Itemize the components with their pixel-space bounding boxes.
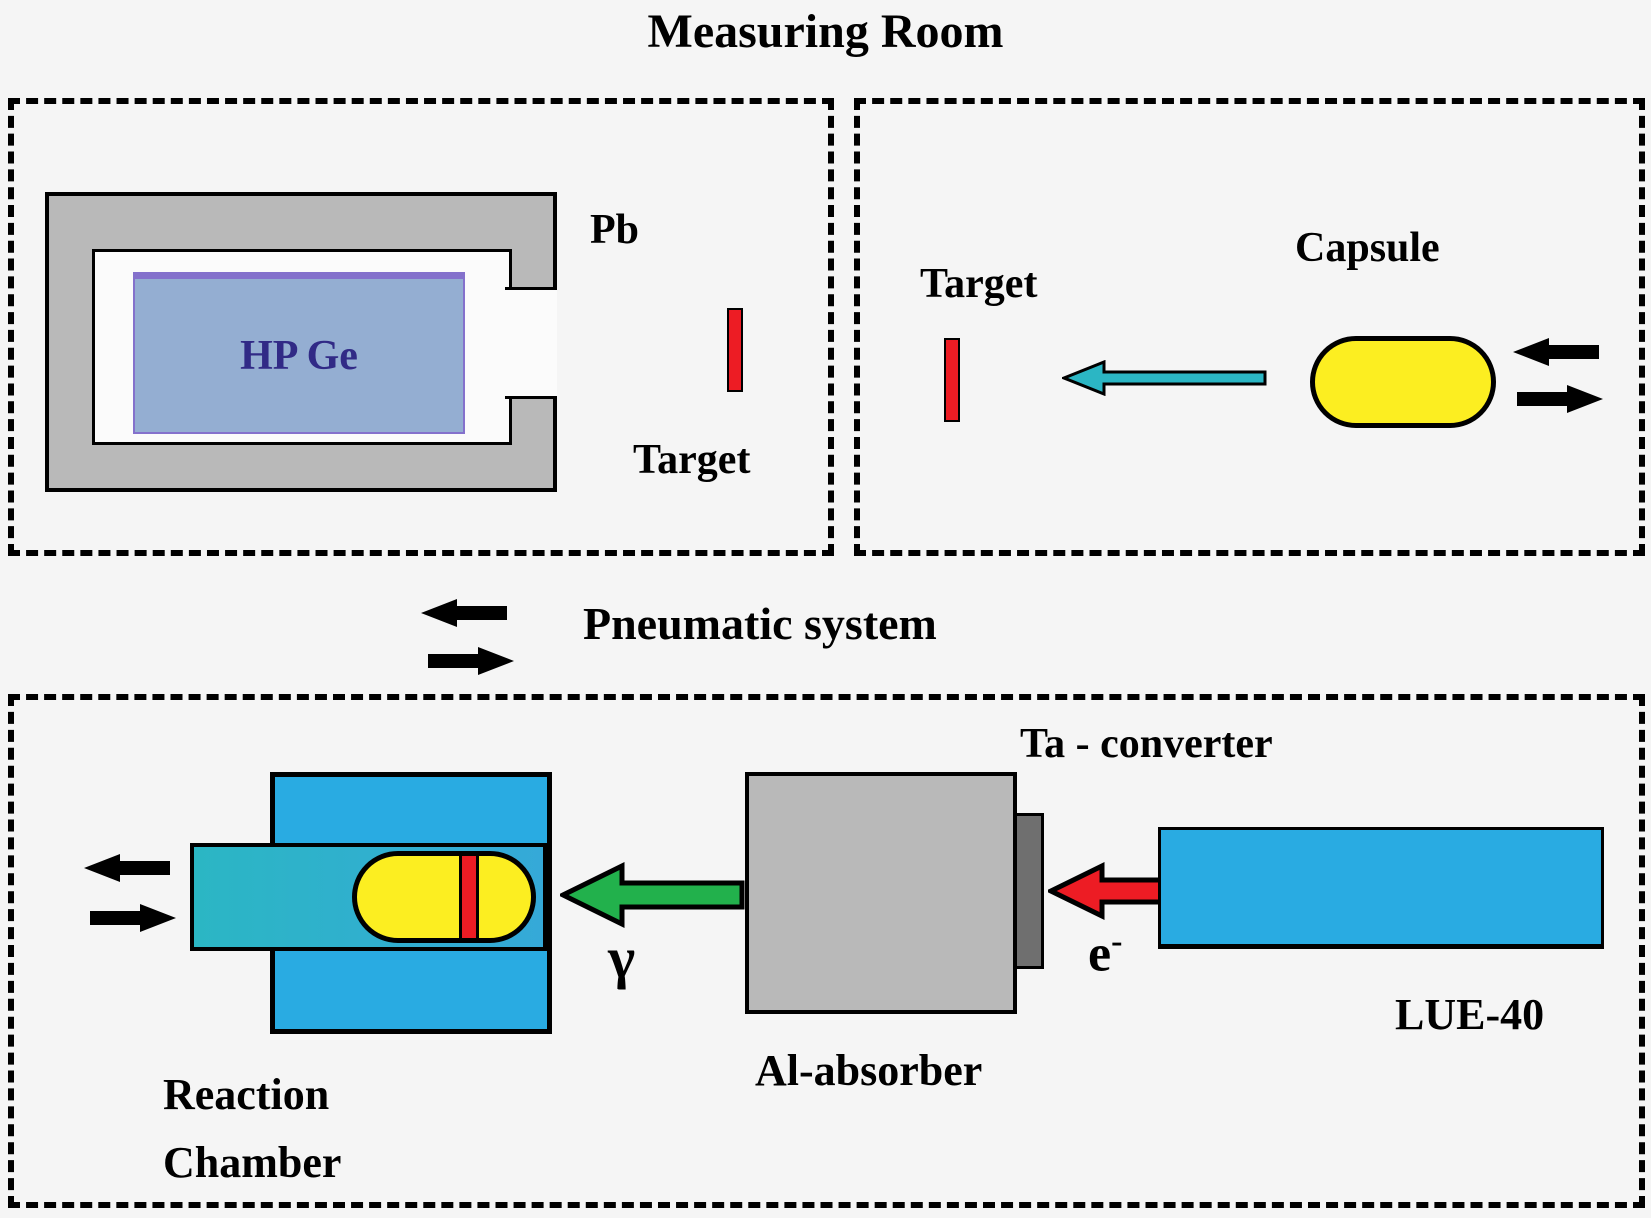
chamber-pneumatic-left-arrow-icon (84, 852, 170, 884)
capsule-in-chamber (352, 851, 536, 943)
gamma-label: γ (608, 925, 636, 990)
hpge-label: HP Ge (240, 332, 358, 379)
reaction-chamber-label-line2: Chamber (163, 1138, 342, 1187)
pb-shield-opening (505, 287, 557, 399)
al-absorber-label: Al-absorber (755, 1046, 983, 1095)
diagram-title: Measuring Room (647, 5, 1004, 58)
pb-label: Pb (590, 207, 640, 253)
electron-label: e- (1088, 924, 1122, 982)
al-absorber (745, 772, 1017, 1014)
pneumatic-in-arrow-icon (1512, 336, 1600, 368)
gamma-beam-arrow-icon (560, 862, 745, 928)
target-label-detector: Target (633, 437, 751, 483)
electron-charge: - (1111, 923, 1123, 960)
transfer-station-box (854, 98, 1645, 556)
capsule-label: Capsule (1295, 225, 1440, 271)
lue-40-label: LUE-40 (1395, 990, 1545, 1039)
pneumatic-left-arrow-icon (420, 597, 508, 629)
pneumatic-right-arrow-icon (427, 645, 515, 677)
pneumatic-out-arrow-icon (1516, 383, 1604, 415)
target-in-capsule (459, 856, 479, 938)
hpge-detector: HP Ge (133, 272, 465, 434)
irradiation-room-box (8, 694, 1645, 1208)
lue-40-accelerator (1158, 827, 1604, 949)
chamber-pneumatic-right-arrow-icon (90, 902, 176, 934)
ta-converter (1014, 813, 1044, 969)
detector-station-box (8, 98, 834, 556)
transport-capsule (1310, 336, 1496, 428)
target-label-transfer: Target (920, 261, 1038, 307)
capsule-to-target-arrow-icon (1062, 360, 1267, 396)
target-sample-detector (727, 308, 743, 392)
electron-symbol: e (1088, 925, 1112, 983)
ta-converter-label: Ta - converter (1020, 721, 1273, 767)
target-sample-transfer (944, 338, 960, 422)
pneumatic-system-label: Pneumatic system (583, 598, 937, 649)
reaction-chamber-label-line1: Reaction (163, 1070, 330, 1119)
